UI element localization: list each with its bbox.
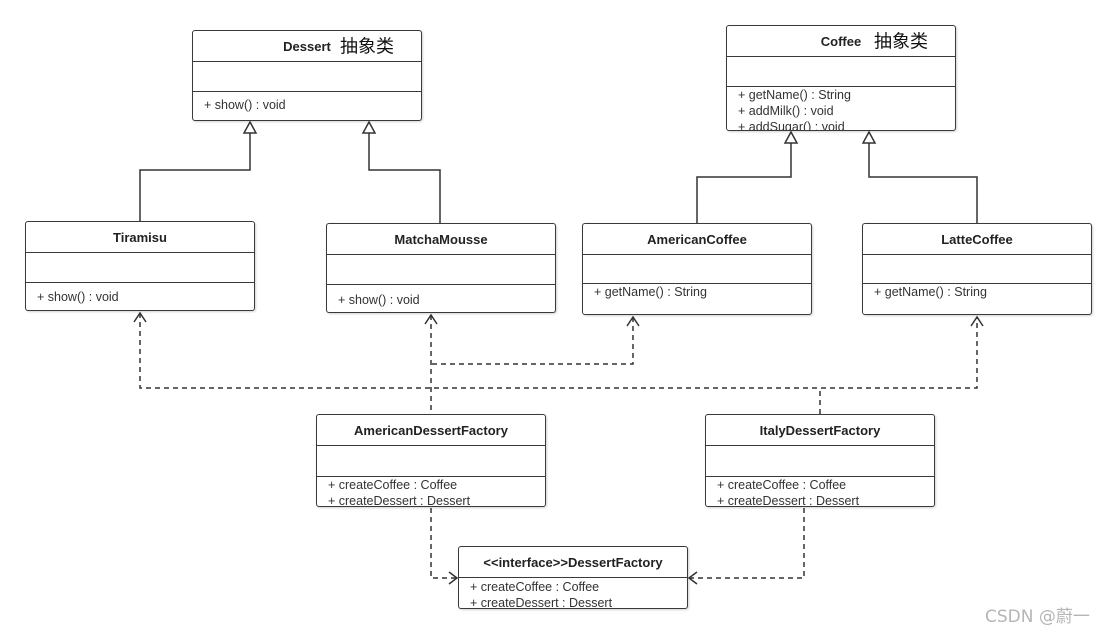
class-name-row: Coffee 抽象类 <box>727 26 955 56</box>
class-methods: + show() : void <box>193 91 421 120</box>
class-name: Tiramisu <box>113 229 167 245</box>
dependency-arrowhead <box>424 313 438 325</box>
method-item: + createCoffee : Coffee <box>470 580 600 594</box>
method-item: + show() : void <box>204 98 286 112</box>
dependency-arrowhead <box>626 315 640 327</box>
abstract-class-note: 抽象类 <box>874 31 928 53</box>
method-item: + createDessert : Dessert <box>328 494 471 506</box>
method-item: + createDessert : Dessert <box>470 596 613 608</box>
class-name: AmericanDessertFactory <box>354 422 508 438</box>
realization-line-american-factory-interface <box>430 508 457 579</box>
method-item: + getName() : String <box>738 88 851 102</box>
class-box-tiramisu: Tiramisu + show() : void <box>25 221 255 311</box>
class-methods: + show() : void <box>327 284 555 312</box>
dependency-arrowhead <box>970 315 984 327</box>
class-name: Dessert <box>283 38 331 54</box>
generalization-arrowhead <box>242 120 258 134</box>
class-name-row: Tiramisu <box>26 222 254 252</box>
class-name-row: AmericanDessertFactory <box>317 415 545 445</box>
class-box-american-coffee: AmericanCoffee + getName() : String <box>582 223 812 315</box>
class-name-row: ItalyDessertFactory <box>706 415 934 445</box>
method-item: + getName() : String <box>594 285 707 299</box>
class-methods: + getName() : String <box>583 283 811 314</box>
class-name: Coffee <box>820 33 862 49</box>
generalization-arrowhead <box>783 130 799 144</box>
class-name: ItalyDessertFactory <box>759 422 881 438</box>
generalization-line-matcha-mousse-dessert <box>368 133 441 223</box>
watermark: CSDN @蔚一 <box>985 607 1090 627</box>
method-item: + show() : void <box>37 290 119 304</box>
class-box-american-dessert-factory: AmericanDessertFactory + createCoffee : … <box>316 414 546 507</box>
class-methods: + show() : void <box>26 282 254 310</box>
generalization-line-american-coffee-coffee <box>696 143 792 223</box>
class-box-italy-dessert-factory: ItalyDessertFactory + createCoffee : Cof… <box>705 414 935 507</box>
method-item: + createDessert : Dessert <box>717 494 860 506</box>
class-name-row: Dessert 抽象类 <box>193 31 421 61</box>
class-methods: + getName() : String + addMilk() : void … <box>727 86 955 130</box>
class-name-row: MatchaMousse <box>327 224 555 254</box>
realization-arrowhead <box>687 571 698 585</box>
class-attributes <box>706 445 934 476</box>
generalization-line-tiramisu-dessert <box>139 133 251 221</box>
class-methods: + createCoffee : Coffee + createDessert … <box>459 577 687 608</box>
realization-line-italy-factory-interface <box>689 508 805 579</box>
generalization-line-latte-coffee-coffee <box>868 143 978 223</box>
class-name: MatchaMousse <box>394 231 488 247</box>
generalization-arrowhead <box>861 130 877 144</box>
method-item: + createCoffee : Coffee <box>717 478 847 492</box>
abstract-class-note: 抽象类 <box>340 36 394 58</box>
class-methods: + createCoffee : Coffee + createDessert … <box>317 476 545 506</box>
class-name-row: LatteCoffee <box>863 224 1091 254</box>
interface-box-dessert-factory: <<interface>>DessertFactory + createCoff… <box>458 546 688 609</box>
method-item: + getName() : String <box>874 285 987 299</box>
class-name: LatteCoffee <box>941 231 1013 247</box>
realization-arrowhead <box>448 571 459 585</box>
class-box-matcha-mousse: MatchaMousse + show() : void <box>326 223 556 313</box>
class-box-latte-coffee: LatteCoffee + getName() : String <box>862 223 1092 315</box>
generalization-arrowhead <box>361 120 377 134</box>
method-item: + addSugar() : void <box>738 120 845 130</box>
class-attributes <box>583 254 811 283</box>
class-name-row: AmericanCoffee <box>583 224 811 254</box>
method-item: + show() : void <box>338 293 420 307</box>
class-attributes <box>26 252 254 282</box>
dependency-line-italy-factory-products <box>139 313 978 389</box>
class-attributes <box>327 254 555 284</box>
method-item: + addMilk() : void <box>738 104 834 118</box>
interface-name: <<interface>>DessertFactory <box>483 554 663 570</box>
class-attributes <box>317 445 545 476</box>
class-name-row: <<interface>>DessertFactory <box>459 547 687 577</box>
dependency-line-american-factory-american-coffee <box>431 317 634 365</box>
class-methods: + getName() : String <box>863 283 1091 314</box>
class-box-dessert: Dessert 抽象类 + show() : void <box>192 30 422 121</box>
dependency-arrowhead <box>133 311 147 323</box>
class-attributes <box>727 56 955 86</box>
method-item: + createCoffee : Coffee <box>328 478 458 492</box>
class-box-coffee: Coffee 抽象类 + getName() : String + addMil… <box>726 25 956 131</box>
class-attributes <box>863 254 1091 283</box>
class-name: AmericanCoffee <box>647 231 747 247</box>
class-methods: + createCoffee : Coffee + createDessert … <box>706 476 934 506</box>
class-attributes <box>193 61 421 91</box>
